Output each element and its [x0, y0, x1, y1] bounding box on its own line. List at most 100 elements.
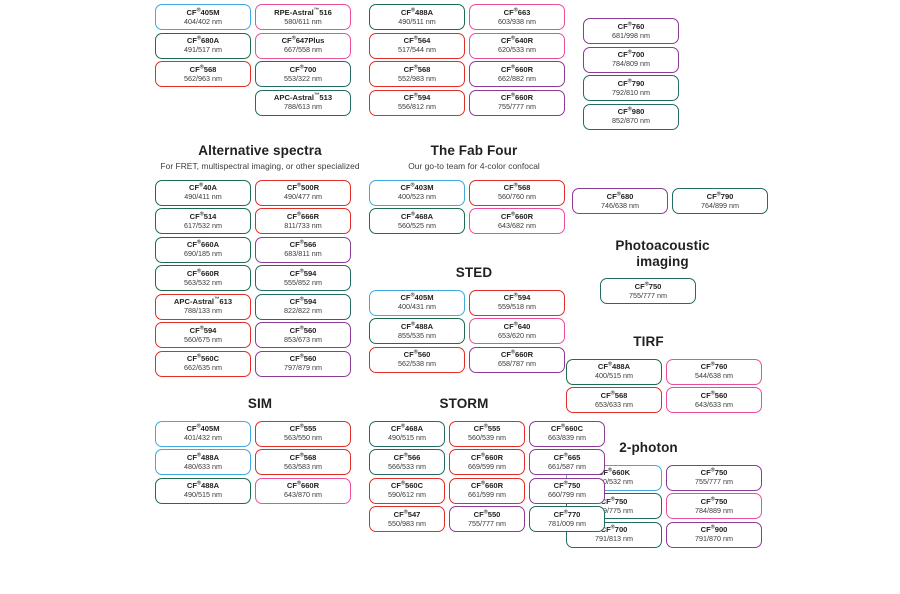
group-title: The Fab Four — [430, 143, 518, 158]
dye-spectra: 566/533 nm — [388, 461, 426, 471]
dye-name: CF®660R — [500, 349, 534, 360]
trademark-mark: ® — [199, 211, 204, 218]
trademark-mark: ® — [196, 7, 201, 14]
dye-name: CF®403M — [400, 182, 434, 193]
dye-name: CF®560C — [186, 353, 220, 364]
group-title: SIM — [247, 396, 273, 411]
dye-spectra: 491/517 nm — [184, 45, 222, 55]
dye-name: RPE-Astral™516 — [274, 7, 332, 17]
dye-spectra: 490/515 nm — [184, 490, 222, 500]
trademark-mark: ® — [410, 321, 415, 328]
dye-spectra: 853/673 nm — [284, 334, 322, 344]
group-title: STORM — [439, 396, 489, 411]
dye-spectra: 643/870 nm — [284, 490, 322, 500]
dye-name: CF®770 — [553, 509, 581, 519]
trademark-mark: ® — [513, 182, 518, 189]
dye-spectra: 555/852 nm — [284, 277, 322, 287]
trademark-mark: ® — [644, 281, 649, 288]
dye-spectra: 660/799 nm — [548, 490, 586, 500]
trademark-mark: ® — [627, 49, 632, 56]
dye-spectra: 792/810 nm — [612, 87, 650, 97]
trademark-mark: ® — [413, 92, 418, 99]
